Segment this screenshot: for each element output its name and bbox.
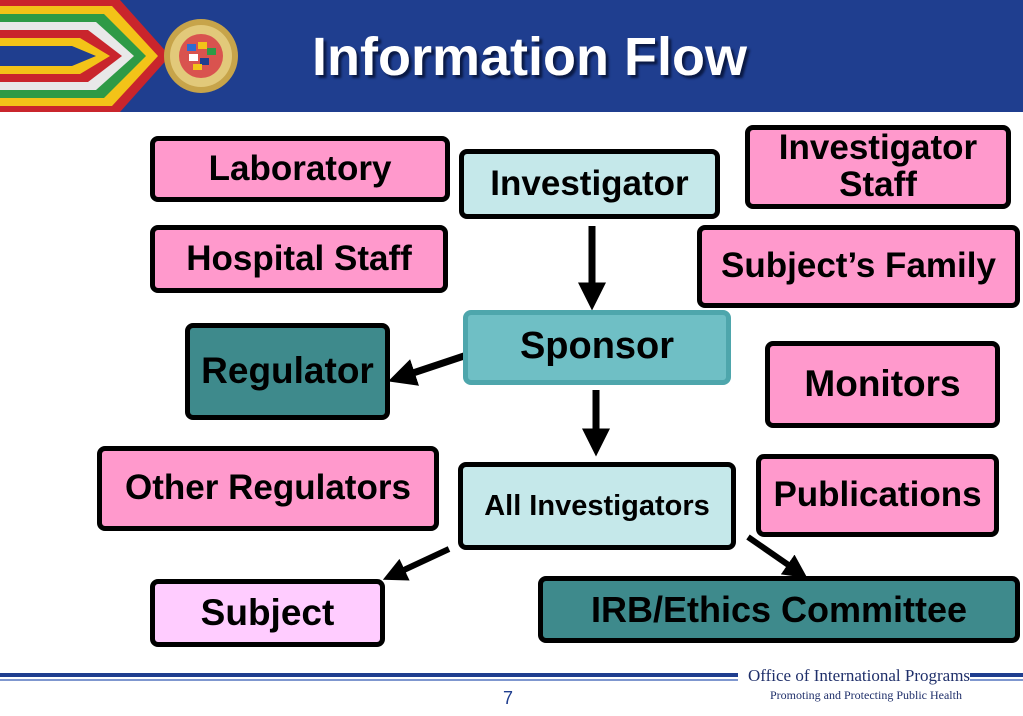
arrow-all-investigators-to-subject — [382, 546, 451, 581]
footer-rule-thin — [0, 679, 1023, 681]
footer-office-name: Office of International Programs — [748, 666, 971, 685]
node-sponsor: Sponsor — [463, 310, 731, 385]
footer-label-background — [738, 663, 970, 705]
footer-tagline: Promoting and Protecting Public Health — [770, 688, 962, 702]
page-title: Information Flow — [312, 27, 747, 87]
node-subject: Subject — [150, 579, 385, 647]
node-investigator: Investigator — [459, 149, 720, 219]
fda-seal-icon — [164, 19, 238, 93]
node-regulator: Regulator — [185, 323, 390, 420]
node-monitors: Monitors — [765, 341, 1000, 428]
node-irb-ethics-committee: IRB/Ethics Committee — [538, 576, 1020, 643]
node-laboratory: Laboratory — [150, 136, 450, 202]
node-publications: Publications — [756, 454, 999, 537]
node-hospital-staff: Hospital Staff — [150, 225, 448, 293]
page-number: 7 — [503, 688, 514, 708]
node-subjects-family: Subject’s Family — [697, 225, 1020, 308]
arrow-sponsor-to-regulator — [388, 351, 469, 386]
header-bar: Information Flow — [0, 0, 1023, 112]
arrow-all-investigators-to-irb — [746, 534, 808, 579]
decorative-stripes — [0, 0, 175, 112]
node-investigator-staff: Investigator Staff — [745, 125, 1011, 209]
node-all-investigators: All Investigators — [458, 462, 736, 550]
node-investigator-staff-label: Investigator Staff — [778, 128, 978, 204]
node-other-regulators: Other Regulators — [97, 446, 439, 531]
footer-rule — [0, 673, 1023, 677]
